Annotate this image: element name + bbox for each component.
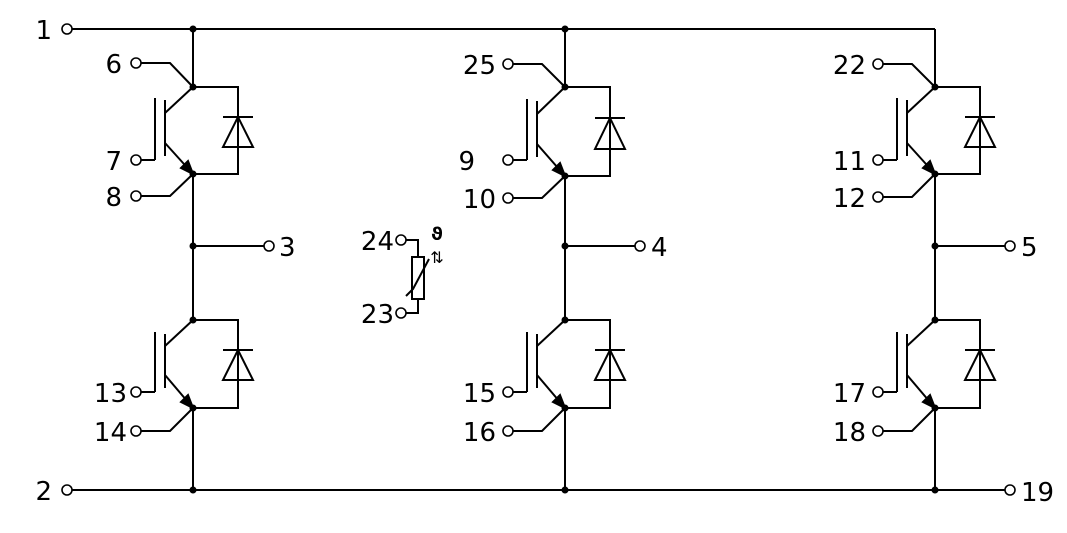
freewheel-diode-leg3-lower [935, 319, 997, 409]
aux-emitter-lead-12 [883, 173, 936, 198]
aux-collector-lead-6 [141, 62, 194, 88]
terminal-label-18: 18 [833, 418, 866, 448]
freewheel-diode-leg2-lower [565, 319, 627, 409]
terminal-label-24: 24 [361, 227, 394, 257]
junction-dots [189, 25, 939, 494]
terminal-label-17: 17 [833, 379, 866, 409]
terminal-9 [502, 154, 514, 166]
igbt-leg2-upper [526, 86, 567, 179]
freewheel-diode-leg1-upper [193, 86, 255, 175]
terminal-label-6: 6 [105, 50, 122, 80]
terminal-23 [395, 307, 407, 319]
terminal-17 [872, 386, 884, 398]
terminal-5 [1004, 240, 1016, 252]
aux-collector-lead-25 [513, 63, 566, 88]
igbt-leg3-upper [896, 86, 937, 177]
ntc-temperature-symbol: ϑ [431, 224, 443, 245]
aux-emitter-lead-18 [883, 407, 936, 432]
terminal-12 [872, 191, 884, 203]
terminal-label-5: 5 [1021, 233, 1038, 263]
terminal-24 [395, 234, 407, 246]
terminal-label-8: 8 [105, 183, 122, 213]
terminal-10 [502, 192, 514, 204]
terminal-label-10: 10 [463, 185, 496, 215]
terminal-11 [872, 154, 884, 166]
terminal-6 [130, 57, 142, 69]
terminal-13 [130, 386, 142, 398]
terminal-label-7: 7 [105, 147, 122, 177]
terminal-label-11: 11 [833, 147, 866, 177]
terminal-label-4: 4 [651, 233, 668, 263]
terminal-label-1: 1 [35, 16, 52, 46]
aux-emitter-lead-10 [513, 175, 566, 199]
ntc-bidirectional-arrows-icon: ⇅ [430, 248, 443, 267]
igbt-leg1-upper [154, 86, 195, 177]
terminal-7 [130, 154, 142, 166]
terminal-label-14: 14 [94, 418, 127, 448]
terminal-label-9: 9 [458, 147, 475, 177]
terminal-4 [634, 240, 646, 252]
igbt-leg1-lower [154, 319, 195, 411]
terminal-label-16: 16 [463, 418, 496, 448]
aux-emitter-lead-14 [141, 407, 194, 432]
terminal-18 [872, 425, 884, 437]
aux-emitter-lead-16 [513, 407, 566, 432]
terminal-22 [872, 58, 884, 70]
freewheel-diode-leg3-upper [935, 86, 997, 175]
terminal-3 [263, 240, 275, 252]
aux-emitter-lead-8 [141, 173, 194, 197]
terminal-25 [502, 58, 514, 70]
freewheel-diode-leg1-lower [193, 319, 255, 409]
terminal-19 [1004, 484, 1016, 496]
terminal-8 [130, 190, 142, 202]
terminal-2 [61, 484, 73, 496]
terminal-label-3: 3 [279, 233, 296, 263]
terminal-label-13: 13 [94, 379, 127, 409]
igbt-leg3-lower [896, 319, 937, 411]
terminal-label-2: 2 [35, 477, 52, 507]
terminal-16 [502, 425, 514, 437]
freewheel-diode-leg2-upper [565, 86, 627, 177]
terminal-label-22: 22 [833, 51, 866, 81]
terminal-1 [61, 23, 73, 35]
terminal-14 [130, 425, 142, 437]
terminal-label-19: 19 [1021, 478, 1054, 508]
aux-collector-lead-22 [883, 63, 936, 88]
terminal-label-25: 25 [463, 51, 496, 81]
igbt-leg2-lower [526, 319, 567, 411]
terminal-label-23: 23 [361, 300, 394, 330]
terminal-label-12: 12 [833, 184, 866, 214]
terminal-15 [502, 386, 514, 398]
ntc-thermistor [405, 239, 430, 314]
terminal-label-15: 15 [463, 379, 496, 409]
